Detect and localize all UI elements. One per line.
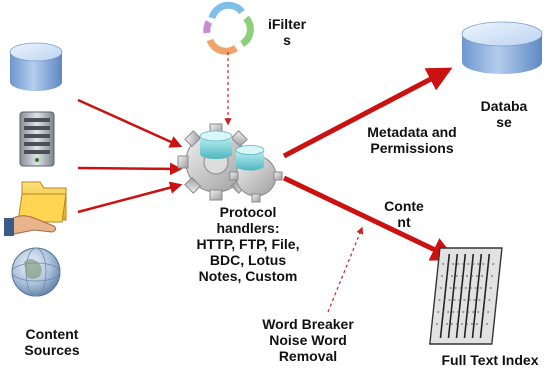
ifilters-label-line-2: s: [283, 32, 291, 48]
arrow-source-1: [77, 98, 183, 148]
protocol-label-line-2: handlers:: [216, 220, 280, 236]
content-label: Conte nt: [376, 198, 432, 230]
database-label-line-2: se: [496, 114, 512, 130]
word-breaker-label-line-1: Word Breaker: [262, 316, 354, 332]
content-label-line-2: nt: [397, 214, 411, 230]
index-grid-icon: [429, 247, 503, 345]
protocol-handlers-label: Protocol handlers: HTTP, FTP, File, BDC,…: [180, 204, 316, 284]
word-breaker-label-line-2: Noise Word: [269, 332, 347, 348]
arrow-to-database: [282, 67, 453, 159]
globe-icon: [11, 247, 61, 297]
database-label-line-1: Databa: [480, 98, 528, 114]
metadata-label-line-1: Metadata and: [367, 124, 457, 140]
protocol-label-line-5: Notes, Custom: [198, 268, 298, 284]
arrow-to-index: [282, 175, 457, 261]
metadata-label-line-2: Permissions: [370, 140, 454, 156]
content-sources-label-line-2: Sources: [24, 342, 80, 358]
word-breaker-label-line-3: Removal: [278, 348, 338, 364]
ifilters-label-line-1: iFilter: [267, 16, 307, 32]
ifilter-cycle-icon: [203, 1, 254, 55]
folder-hand-icon: [4, 181, 67, 236]
word-breaker-label: Word Breaker Noise Word Removal: [246, 316, 370, 364]
protocol-label-line-4: BDC, Lotus: [209, 252, 287, 268]
cylinder-icon: [9, 42, 63, 91]
protocol-label-line-3: HTTP, FTP, File,: [196, 236, 300, 252]
ifilters-label: iFilter s: [262, 16, 312, 48]
full-text-index-label: Full Text Index: [428, 352, 552, 368]
content-sources-label-line-1: Content: [25, 326, 79, 342]
metadata-label: Metadata and Permissions: [352, 124, 472, 156]
arrow-source-2: [77, 162, 183, 176]
content-sources-label: Content Sources: [10, 326, 94, 358]
arrow-source-3: [77, 181, 183, 214]
word-breaker-arrow: [327, 226, 364, 313]
protocol-label-line-1: Protocol: [219, 204, 277, 220]
database-label: Databa se: [474, 98, 534, 130]
database-icon: [461, 21, 543, 74]
content-label-line-1: Conte: [384, 198, 424, 214]
server-icon: [19, 111, 55, 167]
gears-icon: [177, 123, 283, 203]
full-text-index-label-line-1: Full Text Index: [441, 352, 539, 368]
